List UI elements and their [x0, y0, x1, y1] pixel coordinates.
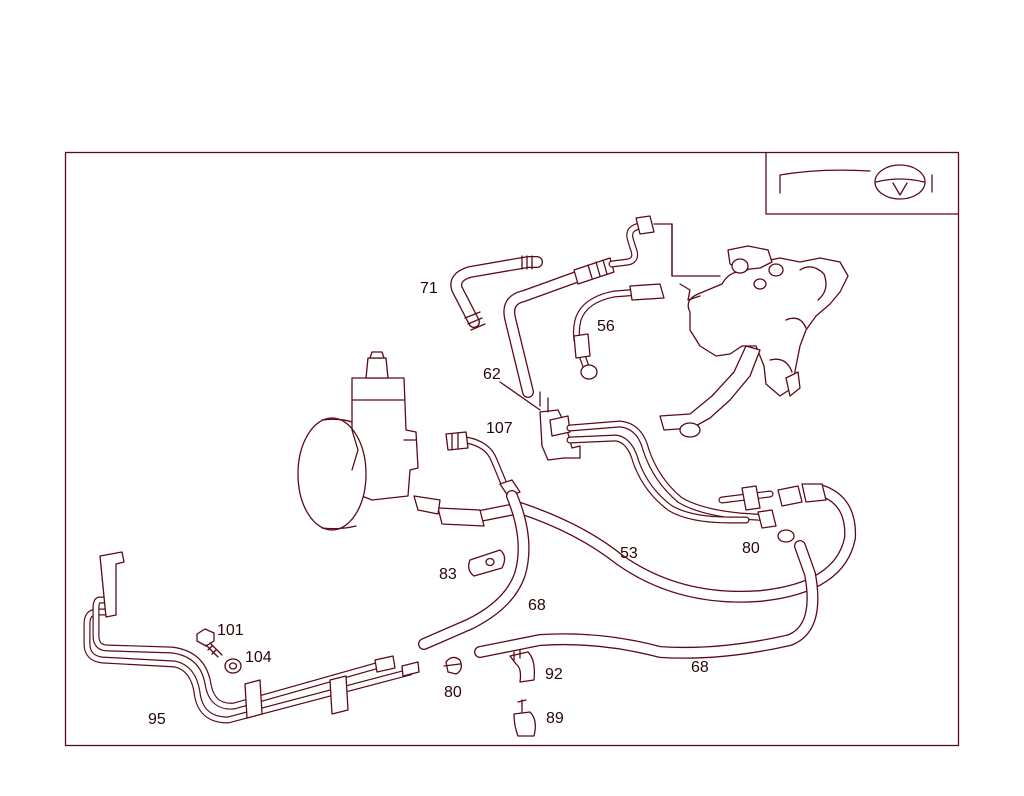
diagram-frame	[64, 151, 960, 747]
label-53: 53	[620, 545, 638, 562]
steering-box	[659, 245, 849, 438]
valve-block	[539, 391, 581, 461]
part-101-bolt	[196, 628, 223, 658]
return-pipes	[499, 381, 795, 543]
power-steering-pump	[297, 351, 419, 531]
label-104: 104	[245, 649, 272, 666]
part-68-hose-a	[418, 490, 530, 650]
part-80-clip-lower	[443, 656, 462, 675]
label-89: 89	[546, 710, 564, 727]
label-68-right: 68	[691, 659, 709, 676]
part-107-fitting	[445, 431, 521, 497]
part-104-washer	[224, 658, 242, 674]
part-62-hose	[503, 257, 615, 398]
part-53-hose	[413, 483, 857, 603]
pressure-pipe-upper	[608, 215, 721, 277]
part-68-hose-b	[474, 540, 819, 659]
label-107: 107	[486, 420, 513, 437]
label-95: 95	[148, 711, 166, 728]
label-80-lower: 80	[444, 684, 462, 701]
label-101: 101	[217, 622, 244, 639]
part-83-grommet	[468, 549, 506, 577]
part-95-pipe-bracket	[83, 551, 420, 724]
label-62: 62	[483, 366, 501, 383]
label-71: 71	[420, 280, 438, 297]
part-56-pipe	[572, 283, 665, 380]
part-71-hose	[450, 255, 543, 331]
label-83: 83	[439, 566, 457, 583]
label-80-upper: 80	[742, 540, 760, 557]
label-92: 92	[545, 666, 563, 683]
label-56: 56	[597, 318, 615, 335]
part-89-fitting	[513, 699, 536, 737]
part-92-elbow	[509, 649, 536, 683]
label-68-left: 68	[528, 597, 546, 614]
steering-wheel-icon	[765, 152, 959, 215]
